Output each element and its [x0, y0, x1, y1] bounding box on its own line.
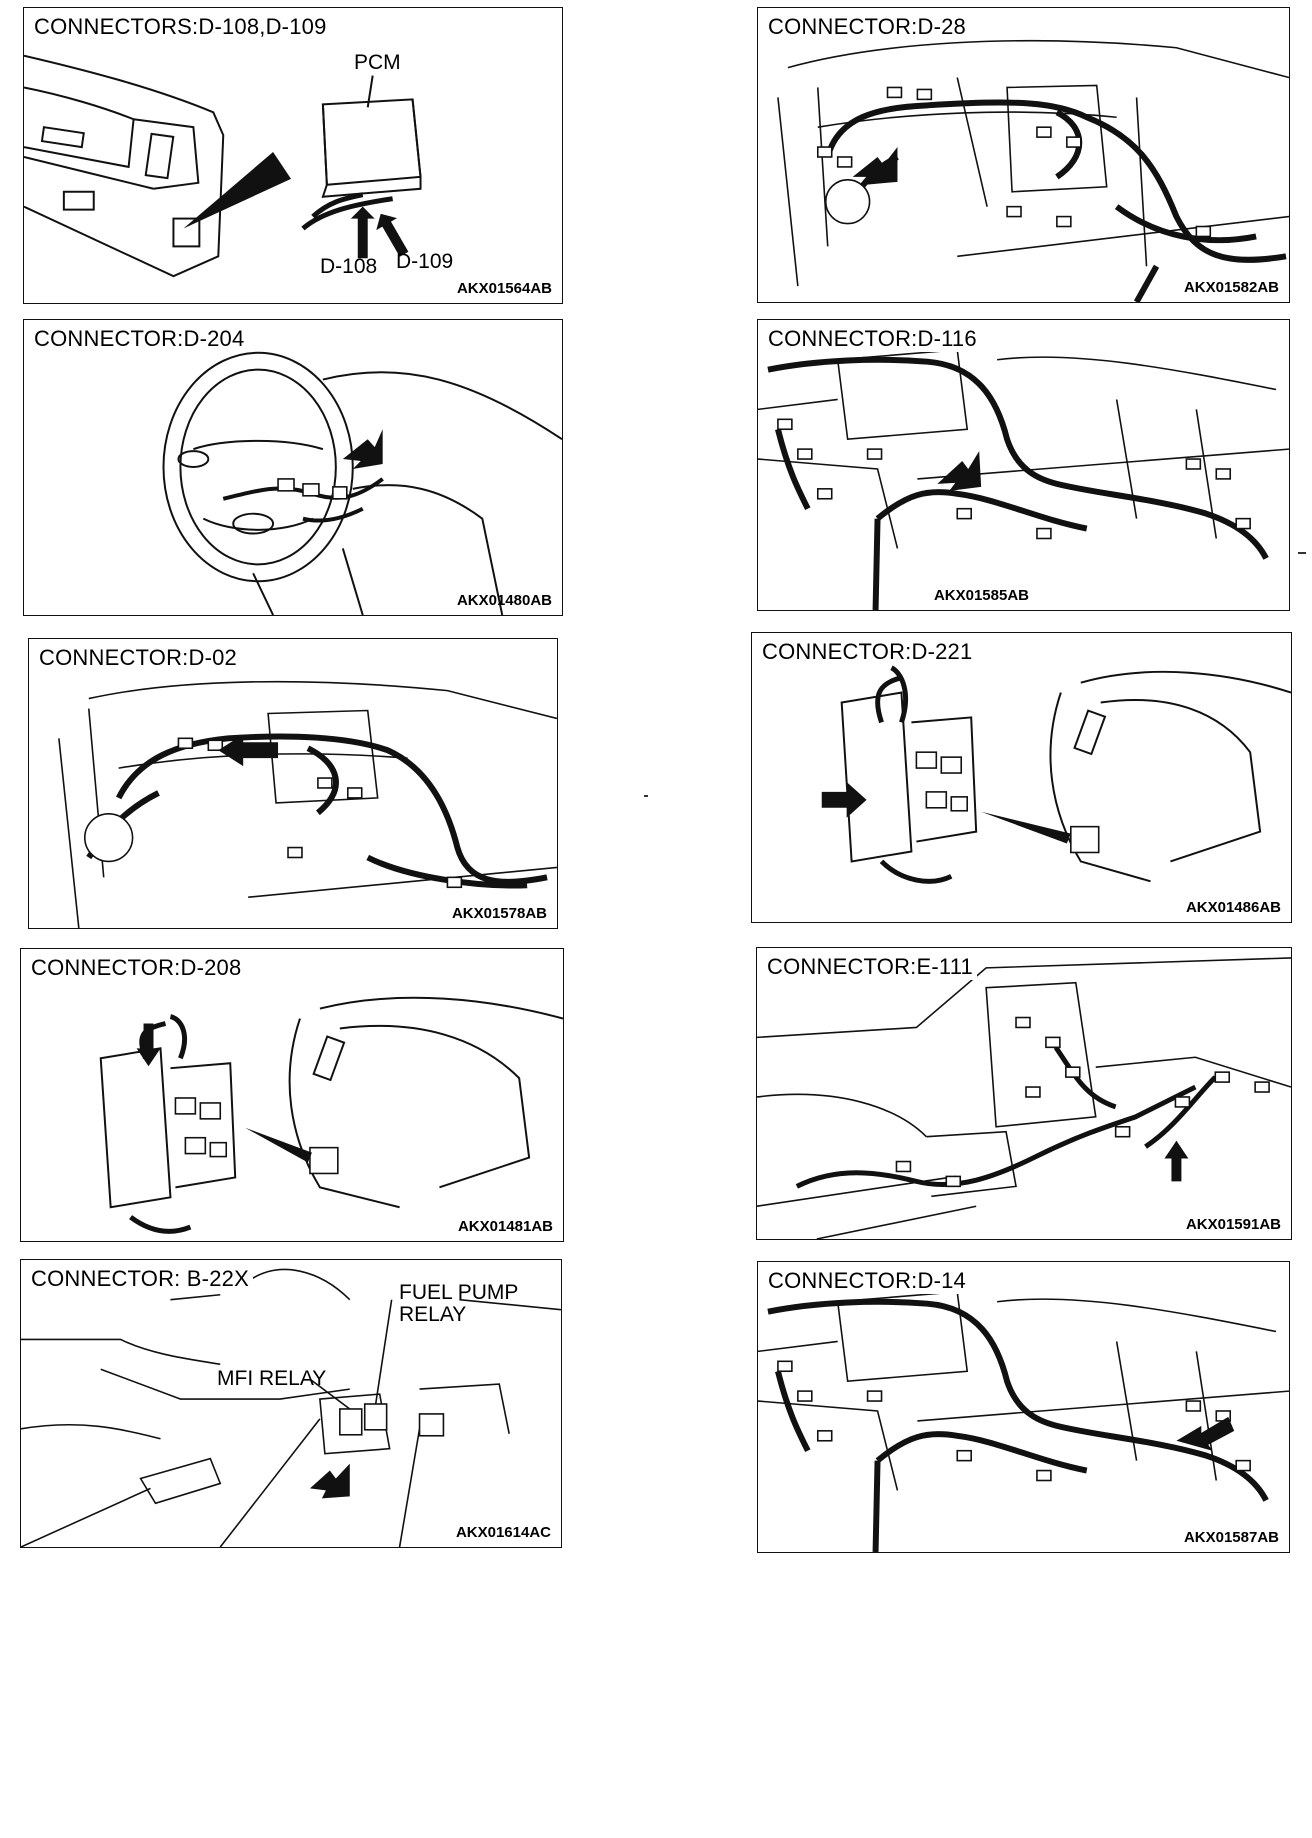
panel-d221: CONNECTOR:D-221 AKX01486AB: [751, 632, 1292, 923]
panel-title: CONNECTOR:D-204: [34, 326, 249, 352]
figure-code: AKX01480AB: [456, 592, 552, 609]
d14-location-illustration: [758, 1290, 1289, 1552]
d-108-label: D-108: [320, 255, 378, 278]
figure-code: AKX01481AB: [457, 1218, 553, 1235]
panel-title: CONNECTOR:D-116: [768, 326, 981, 352]
d02-location-illustration: [58, 680, 557, 928]
figure-code: AKX01591AB: [1185, 1216, 1281, 1233]
panel-d02: CONNECTOR:D-02 AKX01578AB: [28, 638, 558, 929]
figure-code: AKX01582AB: [1183, 279, 1279, 296]
panel-title: CONNECTOR:D-208: [31, 955, 246, 981]
d221-location-illustration: [821, 665, 1291, 884]
panel-d14: CONNECTOR:D-14 AKX01587AB: [757, 1261, 1290, 1553]
scan-speck: [1298, 552, 1306, 554]
figure-code: AKX01587AB: [1183, 1529, 1279, 1546]
panel-d208: CONNECTOR:D-208 AKX01481AB: [20, 948, 564, 1242]
panel-title: CONNECTOR:E-111: [767, 954, 977, 980]
panel-e111: CONNECTOR:E-111 AKX01591AB: [756, 947, 1292, 1240]
b22x-location-illustration: [21, 1268, 561, 1547]
panel-b22x: CONNECTOR: B-22X FUEL PUMP RELAY MFI REL…: [20, 1259, 562, 1548]
panel-title: CONNECTOR:D-02: [39, 645, 241, 671]
pcm-location-illustration: [24, 54, 422, 278]
panel-title: CONNECTOR:D-221: [762, 639, 977, 665]
panel-title: CONNECTORS:D-108,D-109: [34, 14, 331, 40]
d116-location-illustration: [758, 348, 1289, 610]
figure-code: AKX01578AB: [451, 905, 547, 922]
panel-d204: CONNECTOR:D-204 AKX01480AB: [23, 319, 563, 616]
d-109-label: D-109: [396, 250, 454, 273]
figure-code: AKX01585AB: [933, 587, 1029, 604]
e111-location-illustration: [757, 957, 1291, 1239]
panel-title: CONNECTOR:D-28: [768, 14, 970, 40]
panel-d28: CONNECTOR:D-28 AKX01582AB: [757, 7, 1290, 303]
figure-code: AKX01564AB: [456, 280, 552, 297]
d28-location-illustration: [777, 39, 1289, 302]
panel-d116: CONNECTOR:D-116 AKX01585AB: [757, 319, 1290, 611]
figure-code: AKX01486AB: [1185, 899, 1281, 916]
panel-title: CONNECTOR: B-22X: [31, 1266, 253, 1292]
panel-title: CONNECTOR:D-14: [768, 1268, 970, 1294]
mfi-relay-label: MFI RELAY: [217, 1367, 327, 1390]
figure-code: AKX01614AC: [455, 1524, 551, 1541]
d204-location-illustration: [162, 351, 562, 615]
d208-location-illustration: [99, 996, 563, 1234]
panel-d108-d109: CONNECTORS:D-108,D-109 PCM D-108 D-109 A…: [23, 7, 563, 304]
scan-speck: [644, 795, 648, 797]
fuel-pump-relay-label: FUEL PUMP RELAY: [399, 1281, 519, 1327]
pcm-label: PCM: [354, 51, 401, 74]
